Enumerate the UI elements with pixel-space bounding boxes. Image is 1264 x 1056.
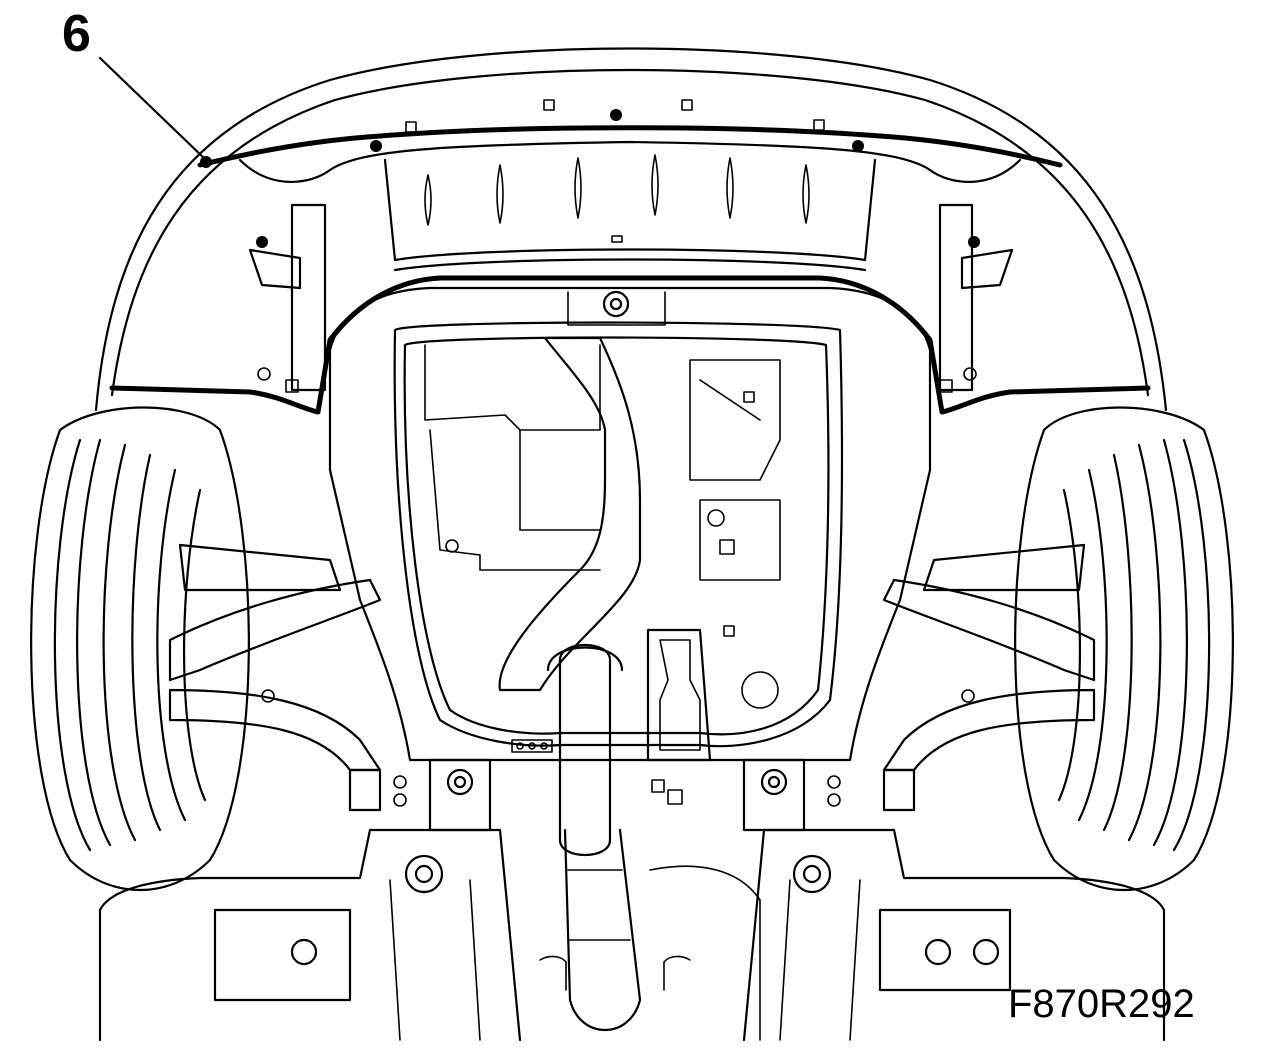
bumper-brackets	[248, 203, 1014, 393]
callout-number: 6	[62, 5, 91, 63]
left-control-arm	[168, 543, 382, 772]
left-front-tire	[30, 406, 250, 892]
floor-pan	[98, 828, 1166, 1042]
callout-6-leader	[98, 56, 212, 168]
engine-oil-sump	[424, 344, 781, 709]
transmission-housing	[511, 628, 712, 805]
subframe-mounts	[348, 758, 916, 894]
exhaust-front-pipe	[498, 336, 642, 1032]
figure-code: F870R292	[1008, 982, 1195, 1026]
front-subframe	[328, 286, 932, 762]
right-control-arm	[882, 543, 1096, 772]
front-bumper-cover	[94, 47, 1168, 415]
right-front-tire	[1014, 406, 1234, 892]
lower-grille	[370, 99, 877, 272]
